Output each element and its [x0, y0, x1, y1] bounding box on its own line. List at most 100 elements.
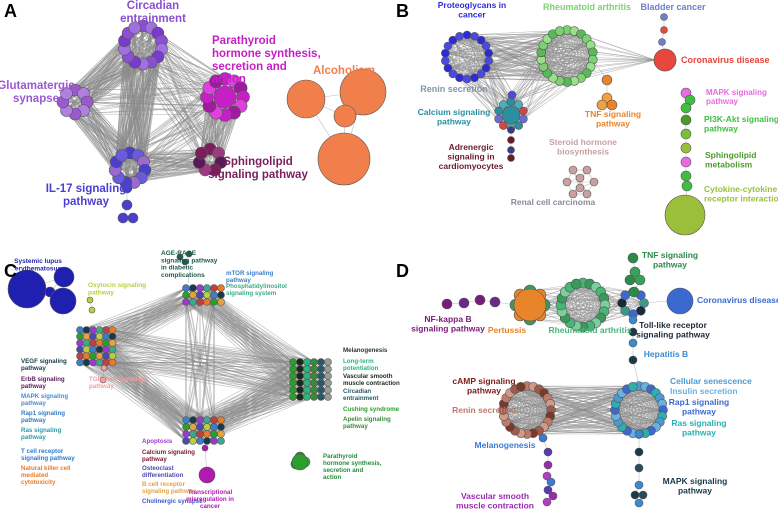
node-tgf: [99, 376, 107, 384]
cluster-label: Coronavirus disease: [681, 55, 770, 65]
node-cytokine: [664, 194, 706, 236]
node-c-right: [324, 393, 332, 401]
node-c-right: [303, 379, 311, 387]
node-tnf: [596, 99, 608, 111]
node-c-right: [317, 379, 325, 387]
network-edge: [79, 294, 187, 331]
node-c-left: [108, 332, 117, 341]
network-edge: [79, 362, 187, 421]
node-c-left: [102, 332, 110, 341]
network-edge: [141, 105, 210, 179]
node-proteoglycans: [443, 63, 453, 73]
network-edge: [560, 304, 601, 319]
network-edge: [74, 87, 210, 91]
node-steroid: [568, 165, 578, 175]
node-pi3k: [680, 170, 692, 182]
network-edge: [206, 294, 315, 363]
node-c-top: [182, 298, 190, 306]
node-c-left: [89, 358, 97, 367]
node-il17-tail: [121, 182, 133, 194]
network-edge: [112, 329, 329, 363]
network-edge: [66, 56, 129, 111]
node-c-bottom: [217, 416, 225, 424]
node-hepatitis: [628, 338, 638, 348]
network-edge: [185, 382, 294, 421]
network-edge: [569, 287, 584, 328]
node-proteoglycans: [448, 35, 458, 45]
network-edge: [127, 32, 210, 89]
node-coronavirus-d: [666, 287, 694, 315]
network-edge: [562, 311, 634, 315]
cluster-label: Apoptosis: [142, 438, 173, 445]
node-c-top: [217, 284, 225, 292]
node-c-top: [189, 298, 197, 306]
network-edge: [506, 421, 640, 435]
node-nfkb: [458, 297, 470, 309]
network-edge: [129, 27, 136, 154]
node-calcium-hub: [501, 105, 521, 125]
node-c-right: [317, 365, 325, 373]
node-c-right: [317, 386, 325, 394]
node-rheumatoid-d: [570, 278, 582, 290]
node-proteoglycans: [476, 69, 486, 79]
network-edge: [116, 161, 200, 163]
network-edge: [114, 105, 210, 171]
node-c-right: [296, 393, 304, 401]
network-edge: [116, 152, 202, 163]
network-edge: [506, 397, 619, 423]
node-age: [176, 253, 184, 261]
network-edge: [526, 421, 660, 435]
node-renin: [507, 90, 517, 100]
node-glutamatergic: [60, 87, 73, 100]
node-c-left: [102, 345, 110, 354]
node-proteoglycans: [441, 48, 450, 58]
network-edge: [74, 78, 226, 91]
node-circadian: [128, 21, 142, 35]
node-mapk-d: [638, 490, 648, 500]
node-c-bottom: [182, 423, 190, 431]
node-nfkb: [474, 294, 486, 306]
node-c-left: [89, 326, 97, 334]
node-vascular-d: [543, 460, 553, 470]
network-edge: [506, 385, 640, 399]
network-edge: [632, 386, 661, 423]
node-proteoglycans: [481, 41, 491, 51]
network-edge: [99, 362, 208, 428]
network-edge: [185, 396, 315, 421]
node-c-bottom: [210, 437, 218, 445]
node-c-right: [324, 358, 332, 366]
node-calcium: [514, 100, 523, 109]
cluster-label: Cholinergic synapse: [142, 498, 203, 505]
node-il17-tail: [117, 212, 129, 224]
node-il17: [115, 149, 129, 162]
node-c-right: [296, 379, 304, 387]
node-c-bottom: [182, 416, 190, 424]
network-edge: [466, 34, 591, 46]
network-edge: [523, 80, 560, 120]
node-hepatitis: [628, 315, 638, 325]
network-edge: [502, 409, 660, 423]
node-camp: [515, 382, 526, 392]
node-c-left: [108, 339, 117, 347]
node-c-right: [324, 386, 332, 394]
node-c-top: [203, 291, 211, 299]
node-c-left: [76, 345, 84, 354]
node-c-right: [289, 372, 297, 380]
node-proteoglycans: [448, 69, 458, 79]
node-sle: [49, 287, 77, 315]
node-c-left: [108, 326, 117, 334]
node-proteoglycans: [470, 32, 479, 41]
node-pi3k: [680, 102, 692, 114]
network-edge: [92, 349, 329, 363]
network-edge: [74, 113, 226, 116]
